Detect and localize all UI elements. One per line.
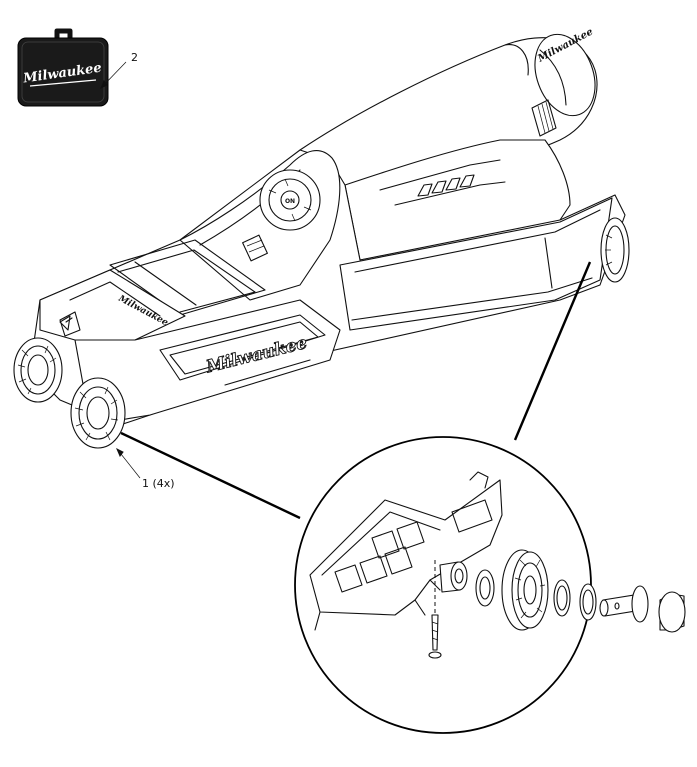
callout-label-1: 1 (4x) <box>142 477 175 490</box>
callout-label-2: 2 <box>131 51 138 64</box>
detail-callout-line-left <box>120 431 301 520</box>
front-left-wheel <box>13 337 63 403</box>
wheel-exploded-view-icon <box>309 471 686 659</box>
detail-callout-line-right <box>513 261 592 441</box>
front-right-wheel <box>70 377 126 449</box>
grip-ribs <box>417 174 475 197</box>
control-keypad: ON <box>259 169 321 231</box>
carry-case-icon: Milwaukee <box>17 28 109 107</box>
scanner-tool: Milwaukee ON <box>13 26 630 449</box>
rear-wheel <box>600 217 630 283</box>
keypad-center-label: ON <box>285 198 295 205</box>
battery-vents <box>531 99 557 137</box>
